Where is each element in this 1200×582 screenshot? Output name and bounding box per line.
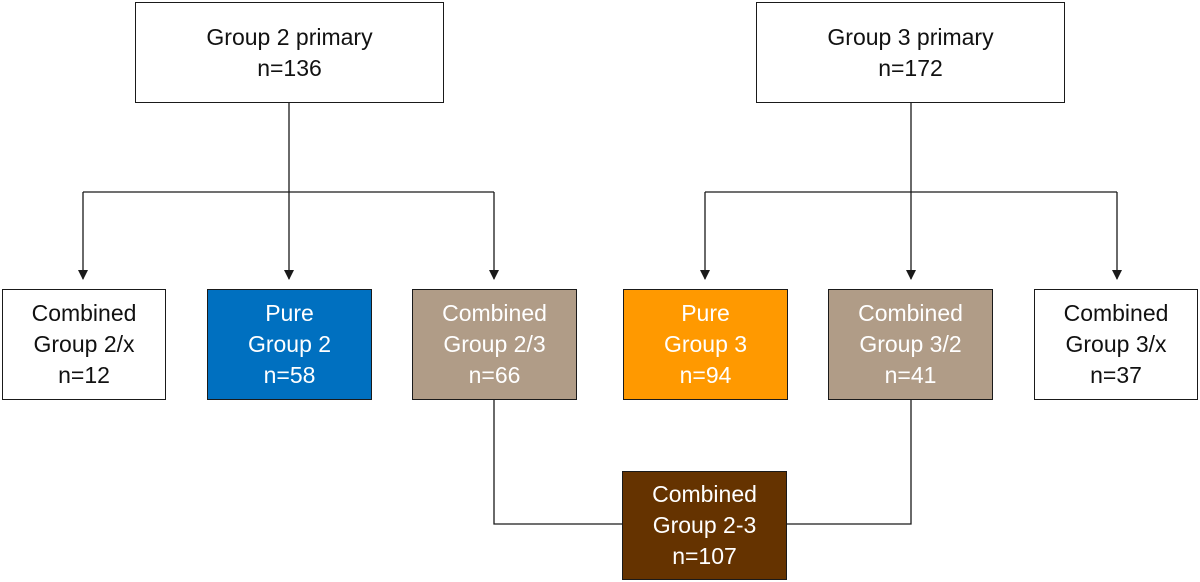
combined-group-2-3-line1: Combined [442, 300, 547, 326]
merge-line-left [493, 400, 622, 525]
group-3-primary-title: Group 3 primary [827, 23, 994, 50]
combined-group-3-2-count: n=41 [884, 362, 937, 388]
group-2-primary-box: Group 2 primary n=136 [135, 2, 444, 103]
combined-group-3x-count: n=37 [1090, 362, 1142, 388]
pure-group-3-line1: Pure [681, 300, 730, 326]
combined-group-2-dash-3-line2: Group 2-3 [652, 512, 757, 538]
combined-group-3x-box: Combined Group 3/x n=37 [1034, 289, 1198, 400]
combined-group-3-2-line2: Group 3/2 [859, 331, 962, 357]
group-3-primary-count: n=172 [878, 54, 943, 81]
combined-group-2x-line1: Combined [31, 300, 137, 326]
combined-group-2-3-box: Combined Group 2/3 n=66 [412, 289, 577, 400]
combined-group-3x-line2: Group 3/x [1065, 331, 1167, 357]
pure-group-2-line1: Pure [265, 300, 314, 326]
combined-group-2-dash-3-line1: Combined [652, 481, 757, 507]
pure-group-2-line2: Group 2 [247, 331, 332, 357]
combined-group-2x-line2: Group 2/x [33, 331, 135, 357]
pure-group-3-line2: Group 3 [663, 331, 748, 357]
merge-line-right [787, 400, 912, 525]
combined-group-2x-box: Combined Group 2/x n=12 [2, 289, 166, 400]
combined-group-3-2-line1: Combined [858, 300, 963, 326]
combined-group-3x-line1: Combined [1063, 300, 1169, 326]
combined-group-2-dash-3-count: n=107 [672, 543, 737, 569]
combined-group-3-2-box: Combined Group 3/2 n=41 [828, 289, 993, 400]
group-2-primary-count: n=136 [257, 54, 322, 81]
group-2-primary-title: Group 2 primary [206, 23, 373, 50]
group-3-primary-box: Group 3 primary n=172 [756, 2, 1065, 103]
combined-group-2-3-line2: Group 2/3 [443, 331, 546, 357]
pure-group-3-count: n=94 [679, 362, 732, 388]
combined-group-2-dash-3-box: Combined Group 2-3 n=107 [622, 471, 787, 580]
pure-group-3-box: Pure Group 3 n=94 [623, 289, 788, 400]
combined-group-2x-count: n=12 [58, 362, 110, 388]
combined-group-2-3-count: n=66 [468, 362, 521, 388]
pure-group-2-count: n=58 [263, 362, 316, 388]
pure-group-2-box: Pure Group 2 n=58 [207, 289, 372, 400]
